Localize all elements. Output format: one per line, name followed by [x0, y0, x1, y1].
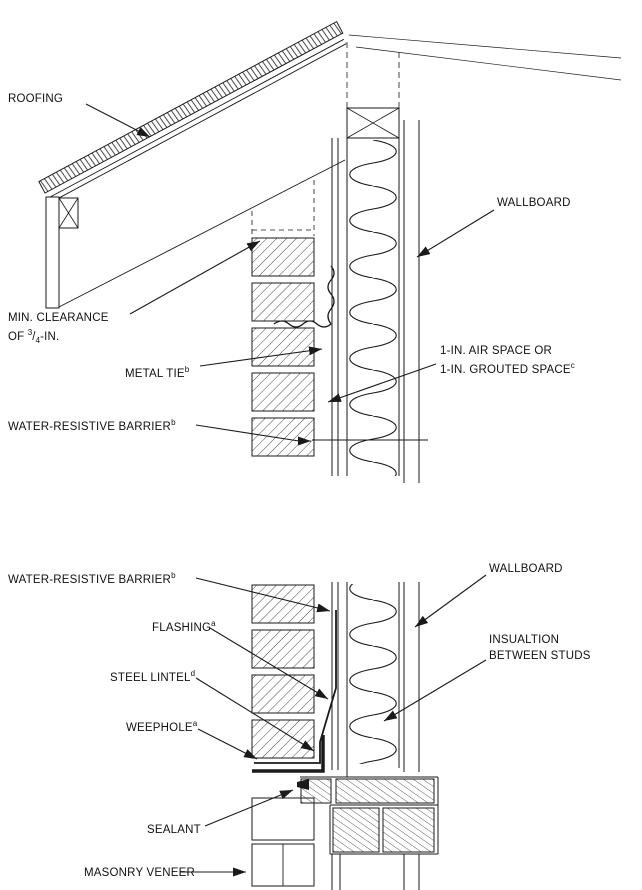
label-sealant-text: SEALANT — [147, 824, 201, 836]
leader-wrb-top — [195, 424, 311, 446]
label-masonry-veneer: MASONRY VENEER — [84, 866, 195, 882]
background-roof-line-1 — [348, 34, 622, 59]
wood-blocking — [300, 778, 332, 804]
brick — [251, 372, 315, 412]
label-metal-tie-text: METAL TIE — [125, 367, 185, 380]
label-wrb-bottom-note: b — [171, 571, 176, 580]
label-wrb-bottom-text: WATER-RESISTIVE BARRIER — [8, 573, 172, 586]
label-metal-tie-note: b — [184, 365, 190, 374]
label-air-space-line2: 1-IN. GROUTED SPACEc — [440, 360, 575, 376]
metal-tie — [273, 265, 335, 328]
label-min-clearance: MIN. CLEARANCE OF 3/4-IN. — [8, 311, 109, 346]
label-insulation: INSUALTION BETWEEN STUDS — [489, 633, 591, 665]
leader-air-space — [327, 363, 437, 403]
leader-wallboard-top — [416, 209, 495, 258]
brick — [251, 237, 315, 277]
label-insulation-line1: INSUALTION — [489, 634, 560, 646]
leader-weephole — [197, 728, 258, 760]
leader-roofing — [85, 103, 151, 138]
label-wrb-top-note: b — [171, 418, 176, 427]
label-wrb-top-text: WATER-RESISTIVE BARRIER — [8, 420, 172, 433]
roof-sheathing-line — [47, 38, 345, 199]
label-water-resistive-barrier-top: WATER-RESISTIVE BARRIERb — [8, 417, 176, 436]
eave-fascia — [45, 196, 60, 309]
leaders-bottom — [180, 574, 487, 877]
label-flashing-text: FLASHING — [152, 621, 212, 634]
leader-wallboard-bottom — [414, 574, 487, 628]
label-metal-tie: METAL TIEb — [125, 364, 189, 383]
steel-lintel-angle — [252, 735, 325, 773]
metal-tie-vertical — [327, 265, 335, 325]
wood-joist — [382, 807, 435, 853]
label-steel-lintel-note: d — [190, 669, 196, 678]
leaders-top — [85, 103, 495, 446]
label-min-clearance-line1: MIN. CLEARANCE — [8, 312, 109, 324]
wood-plate — [335, 778, 435, 804]
leader-wrb-bottom — [195, 577, 331, 613]
roof-assembly — [38, 20, 622, 309]
label-roofing: ROOFING — [8, 92, 63, 108]
insulation-batt-top — [348, 140, 398, 476]
brick — [251, 719, 315, 759]
eave-blocking-x2 — [58, 197, 79, 229]
label-flashing: FLASHINGa — [152, 618, 216, 637]
top-plate — [346, 107, 400, 139]
rafter-underside-line — [58, 159, 346, 308]
brick — [251, 674, 315, 714]
label-water-resistive-barrier-bottom: WATER-RESISTIVE BARRIERb — [8, 570, 176, 589]
leader-sealant — [204, 789, 294, 827]
floor-framing — [300, 776, 439, 890]
leader-steel-lintel — [195, 677, 315, 752]
label-weephole-text: WEEPHOLE — [126, 721, 193, 734]
label-wallboard-top-text: WALLBOARD — [497, 197, 571, 209]
label-roofing-text: ROOFING — [8, 93, 64, 105]
label-sealant: SEALANT — [147, 823, 201, 839]
wood-joist — [332, 807, 380, 853]
label-min-clearance-line2: OF 3/4-IN. — [8, 327, 60, 345]
background-roof-line-2 — [355, 46, 622, 81]
metal-tie-horizontal — [273, 320, 332, 328]
brick — [251, 327, 315, 367]
label-wallboard-bottom-text: WALLBOARD — [489, 563, 563, 575]
leader-flashing — [209, 627, 329, 700]
brick — [251, 417, 315, 457]
label-air-space: 1-IN. AIR SPACE OR 1-IN. GROUTED SPACEc — [440, 344, 575, 379]
roof-shingles — [38, 20, 344, 194]
flashing-line — [254, 610, 337, 764]
brick — [251, 282, 315, 322]
brick — [251, 584, 315, 624]
label-air-space-line1: 1-IN. AIR SPACE OR — [440, 345, 553, 357]
brick-course-below — [251, 797, 315, 841]
label-weephole: WEEPHOLEa — [126, 718, 197, 737]
label-steel-lintel: STEEL LINTELd — [110, 668, 195, 687]
brick — [251, 629, 315, 669]
label-wallboard-top: WALLBOARD — [497, 196, 571, 212]
wall-frame-bottom — [331, 582, 420, 777]
label-flashing-note: a — [211, 619, 216, 628]
leader-metal-tie — [199, 346, 323, 367]
label-steel-lintel-text: STEEL LINTEL — [110, 671, 191, 684]
leader-min-clearance — [129, 240, 261, 315]
insulation-batt-bottom — [348, 584, 398, 764]
label-masonry-veneer-text: MASONRY VENEER — [84, 867, 196, 879]
label-insulation-line2: BETWEEN STUDS — [489, 649, 591, 662]
label-wallboard-bottom: WALLBOARD — [489, 562, 563, 578]
label-weephole-note: a — [192, 719, 198, 728]
top-plate-x2 — [346, 107, 400, 139]
roof-deck-line — [49, 43, 347, 204]
wall-frame-top — [331, 42, 420, 483]
masonry-veneer-top — [251, 180, 315, 457]
leader-insulation — [383, 659, 487, 722]
masonry-veneer-bottom — [251, 584, 315, 887]
